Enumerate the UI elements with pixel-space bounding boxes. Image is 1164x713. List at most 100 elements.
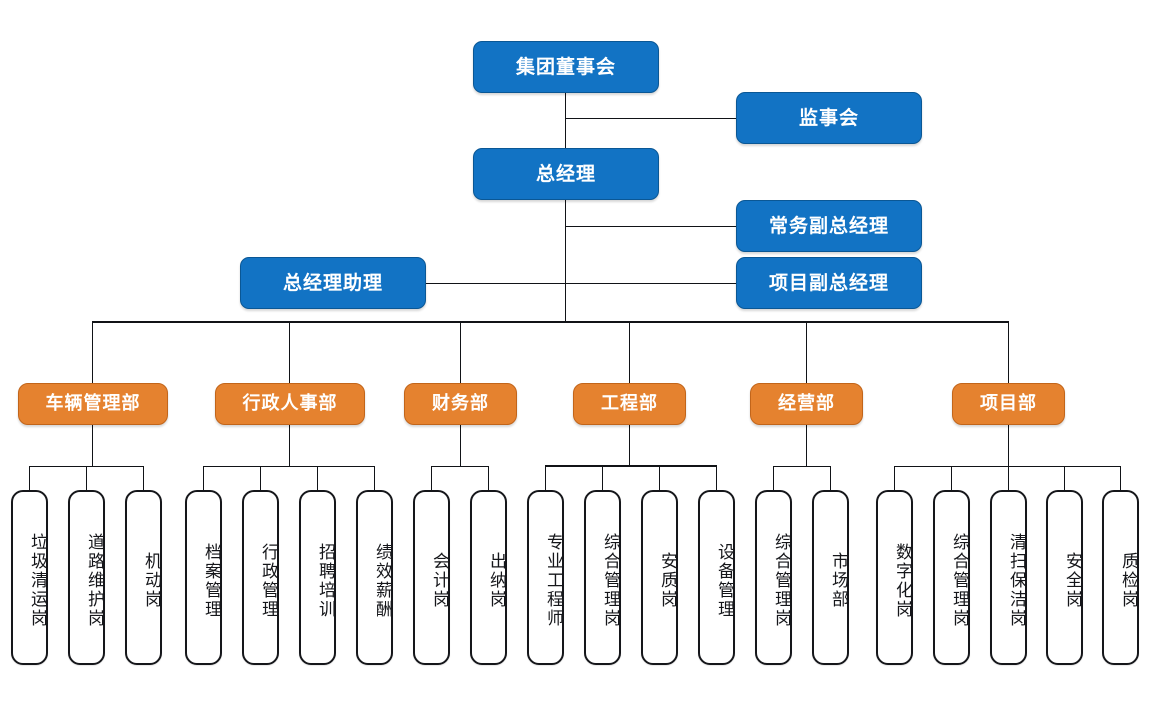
node-position-label: 行政管理	[258, 542, 278, 619]
node-department-label: 车辆管理部	[45, 393, 141, 415]
node-position-operations-general-management[interactable]: 综合管理岗	[755, 490, 792, 665]
connector-dept-6-child-2	[951, 466, 952, 490]
connector-bus-to-dept-1	[92, 321, 93, 383]
node-general-manager-label: 总经理	[535, 162, 596, 185]
node-position-garbage-transport[interactable]: 垃圾清运岗	[11, 490, 48, 665]
connector-dept-6-child-4	[1064, 466, 1065, 490]
connector-dept-3-stem	[460, 425, 461, 467]
node-position-quality-inspection[interactable]: 质检岗	[1102, 490, 1139, 665]
connector-dept-6-child-3	[1008, 466, 1009, 490]
node-position-label: 安质岗	[657, 552, 677, 609]
connector-dept-3-child-2	[488, 466, 489, 490]
node-position-label: 设备管理	[714, 542, 734, 619]
connector-dept-5-child-1	[773, 466, 774, 490]
connector-dept-6-stem	[1008, 425, 1009, 467]
node-gm-assistant-label: 总经理助理	[282, 271, 383, 294]
node-position-archive-management[interactable]: 档案管理	[185, 490, 222, 665]
connector-bus-to-dept-5	[806, 321, 807, 383]
node-department-project[interactable]: 项目部	[952, 383, 1065, 425]
connector-dept-4-child-4	[716, 466, 717, 490]
node-position-label: 出纳岗	[486, 552, 506, 609]
node-position-cleaning-sanitation[interactable]: 清扫保洁岗	[990, 490, 1027, 665]
connector-dept-2-child-2	[260, 466, 261, 490]
connector-dept-1-child-3	[143, 466, 144, 490]
connector-bus-to-dept-3	[460, 321, 461, 383]
node-position-equipment-management[interactable]: 设备管理	[698, 490, 735, 665]
node-supervisory-board-label: 监事会	[798, 106, 859, 129]
connector-dept-2-rail	[203, 466, 375, 467]
connector-dept-5-stem	[806, 425, 807, 467]
node-position-professional-engineer[interactable]: 专业工程师	[527, 490, 564, 665]
node-supervisory-board[interactable]: 监事会	[736, 92, 922, 144]
connector-dept-3-child-1	[431, 466, 432, 490]
connector-gm-line-to-supervisory	[565, 118, 736, 119]
connector-gm-to-executive-deputy	[565, 226, 736, 227]
node-department-engineering[interactable]: 工程部	[573, 383, 686, 425]
connector-dept-2-child-4	[374, 466, 375, 490]
node-position-label: 招聘培训	[315, 542, 335, 619]
connector-dept-3-rail	[431, 466, 489, 467]
connector-dept-4-child-3	[659, 466, 660, 490]
node-general-manager[interactable]: 总经理	[473, 148, 659, 200]
connector-dept-4-stem	[629, 425, 630, 467]
node-position-label: 垃圾清运岗	[27, 533, 47, 628]
connector-dept-4-rail	[545, 465, 717, 467]
node-position-label: 机动岗	[141, 552, 161, 609]
connector-dept-4-child-1	[545, 466, 546, 490]
connector-bus-to-dept-2	[289, 321, 290, 383]
connector-dept-2-child-3	[317, 466, 318, 490]
node-position-recruitment-training[interactable]: 招聘培训	[299, 490, 336, 665]
connector-dept-4-child-2	[602, 466, 603, 490]
node-position-accounting[interactable]: 会计岗	[413, 490, 450, 665]
node-department-label: 工程部	[601, 393, 658, 415]
node-position-marketing[interactable]: 市场部	[812, 490, 849, 665]
node-department-finance[interactable]: 财务部	[404, 383, 517, 425]
node-position-label: 质检岗	[1118, 552, 1138, 609]
connector-dept-1-child-1	[29, 466, 30, 490]
connector-dept-6-rail	[894, 466, 1121, 467]
node-department-vehicle-management[interactable]: 车辆管理部	[18, 383, 168, 425]
connector-bus-to-dept-6	[1008, 321, 1009, 383]
node-department-label: 项目部	[980, 393, 1037, 415]
connector-dept-2-stem	[289, 425, 290, 467]
node-board-of-directors-label: 集团董事会	[515, 55, 616, 78]
node-board-of-directors[interactable]: 集团董事会	[473, 41, 659, 93]
connector-dept-6-child-5	[1120, 466, 1121, 490]
node-department-label: 经营部	[778, 393, 835, 415]
connector-dept-6-child-1	[894, 466, 895, 490]
node-position-project-general-management[interactable]: 综合管理岗	[933, 490, 970, 665]
connector-dept-1-stem	[92, 425, 93, 467]
node-position-label: 道路维护岗	[84, 533, 104, 628]
node-executive-deputy-manager[interactable]: 常务副总经理	[736, 200, 922, 252]
node-position-road-maintenance[interactable]: 道路维护岗	[68, 490, 105, 665]
node-position-safety-quality[interactable]: 安质岗	[641, 490, 678, 665]
node-position-engineering-general-management[interactable]: 综合管理岗	[584, 490, 621, 665]
connector-gm-to-bus	[565, 199, 566, 322]
node-project-deputy-manager[interactable]: 项目副总经理	[736, 257, 922, 309]
node-executive-deputy-manager-label: 常务副总经理	[768, 214, 889, 237]
node-department-label: 行政人事部	[242, 393, 338, 415]
connector-bus-to-dept-4	[629, 321, 630, 383]
node-position-performance-compensation[interactable]: 绩效薪酬	[356, 490, 393, 665]
node-department-label: 财务部	[432, 393, 489, 415]
node-position-administration[interactable]: 行政管理	[242, 490, 279, 665]
connector-gm-to-project-deputy	[565, 283, 736, 284]
node-department-admin-hr[interactable]: 行政人事部	[215, 383, 365, 425]
node-position-label: 市场部	[828, 552, 848, 609]
node-position-label: 会计岗	[429, 552, 449, 609]
connector-gm-to-assistant	[424, 283, 566, 284]
node-gm-assistant[interactable]: 总经理助理	[240, 257, 426, 309]
node-position-safety[interactable]: 安全岗	[1046, 490, 1083, 665]
node-position-label: 绩效薪酬	[372, 542, 392, 619]
connector-dept-2-child-1	[203, 466, 204, 490]
node-position-label: 档案管理	[201, 542, 221, 619]
node-position-label: 数字化岗	[892, 542, 912, 619]
node-position-cashier[interactable]: 出纳岗	[470, 490, 507, 665]
node-position-mobile-duty[interactable]: 机动岗	[125, 490, 162, 665]
connector-dept-1-child-2	[86, 466, 87, 490]
node-position-digitalization[interactable]: 数字化岗	[876, 490, 913, 665]
node-department-operations[interactable]: 经营部	[750, 383, 863, 425]
node-position-label: 专业工程师	[543, 533, 563, 628]
connector-dept-5-child-2	[830, 466, 831, 490]
